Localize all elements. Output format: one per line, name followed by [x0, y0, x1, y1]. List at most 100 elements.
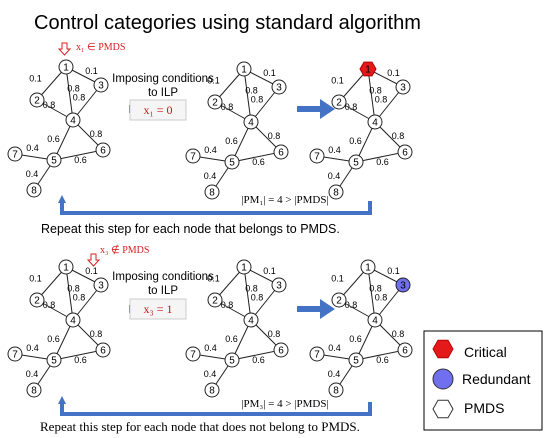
edge-weight-label: 0.1	[331, 274, 344, 284]
node-label: 2	[212, 296, 218, 307]
node-label: 5	[51, 356, 57, 367]
repeat-text: Repeat this step for each node that does…	[40, 419, 360, 434]
node-label: 1	[63, 263, 69, 274]
node-circle	[65, 312, 81, 328]
node-circle	[29, 292, 45, 308]
edge-1-4	[243, 266, 252, 321]
imposing-line2: to ILP	[148, 285, 178, 297]
critical-hexagon-icon	[432, 339, 454, 359]
node-circle	[395, 79, 411, 95]
node-circle	[397, 342, 413, 358]
edge-weight-label: 0.8	[245, 284, 258, 294]
edge-weight-label: 0.8	[67, 84, 80, 94]
edge-weight-label: 0.8	[251, 95, 264, 105]
edge-weight-label: 0.6	[225, 334, 238, 344]
row-1: x₁ ∈ PMDS Imposing conditions to ILP x₁ …	[41, 42, 372, 236]
edge-weight-label: 0.6	[74, 155, 87, 165]
node-label: 4	[70, 116, 76, 127]
node-circle	[273, 144, 289, 160]
imposing-line1: Imposing conditions	[112, 271, 214, 283]
node-label: 7	[190, 350, 196, 361]
edge-weight-label: 0.4	[328, 145, 341, 155]
node-label: 6	[402, 148, 408, 159]
node-label: 7	[190, 152, 196, 163]
edge-weight-label: 0.8	[268, 329, 281, 339]
node-label: 2	[336, 296, 342, 307]
edge-weight-label: 0.6	[376, 355, 389, 365]
edge-weight-label: 0.8	[43, 300, 56, 310]
node-label: 1	[241, 65, 247, 76]
node-label: 7	[314, 152, 320, 163]
pointer-arrow-icon	[86, 253, 101, 267]
inequality-text: |PM₁| = 4 > |PMDS|	[241, 194, 328, 206]
node-circle	[348, 352, 364, 368]
imposing-line2: to ILP	[148, 87, 178, 99]
edge-weight-label: 0.8	[392, 329, 405, 339]
node-label: 5	[229, 158, 235, 169]
pointer-label: x₃ ∉ PMDS	[100, 244, 149, 256]
node-label: 5	[353, 158, 359, 169]
edge-weight-label: 0.6	[47, 134, 60, 144]
edge-weight-label: 0.8	[90, 329, 103, 339]
edge-weight-label: 0.8	[67, 284, 80, 294]
node-label: 5	[51, 156, 57, 167]
edge-weight-label: 0.6	[376, 157, 389, 167]
row-2: x₃ ∉ PMDS Imposing conditions to ILP x₃ …	[40, 244, 372, 434]
node-label: 1	[365, 263, 371, 274]
edge-weight-label: 0.4	[204, 171, 217, 181]
node-label: 8	[31, 186, 37, 197]
condition-box	[129, 298, 187, 320]
edge-weight-label: 0.8	[73, 93, 86, 103]
node-label: 6	[402, 346, 408, 357]
node-circle	[328, 382, 344, 398]
edge-weight-label: 0.1	[207, 76, 220, 86]
node-circle	[207, 292, 223, 308]
inequality-text: |PM₃| = 4 > |PMDS|	[241, 398, 328, 410]
node-circle	[360, 259, 376, 275]
edge-5-6	[53, 349, 104, 361]
edge-weight-label: 0.4	[26, 343, 39, 353]
node-circle	[29, 92, 45, 108]
node-label: 1	[63, 63, 69, 74]
node-circle	[273, 342, 289, 358]
node-circle	[207, 94, 223, 110]
edge-1-4	[243, 68, 252, 123]
node-label: 4	[70, 316, 76, 327]
node-label: 4	[372, 118, 378, 129]
node-circle	[7, 146, 23, 162]
node-label: 1	[365, 65, 371, 76]
node-circle	[185, 346, 201, 362]
redundant-circle-icon	[432, 368, 454, 390]
edge-weight-label: 0.8	[90, 129, 103, 139]
edge-weight-label: 0.6	[349, 334, 362, 344]
edge-1-4	[367, 266, 376, 321]
edge-weight-label: 0.6	[47, 334, 60, 344]
edge-weight-label: 0.8	[245, 86, 258, 96]
edge-weight-label: 0.1	[29, 74, 42, 84]
condition-box	[129, 99, 187, 121]
node-label: 8	[333, 386, 339, 397]
pointer-label: x₁ ∈ PMDS	[76, 42, 125, 53]
node-label: 8	[31, 386, 37, 397]
node-circle	[224, 154, 240, 170]
node-label: 8	[209, 188, 215, 199]
node-label: 7	[314, 350, 320, 361]
legend-label-redundant: Redundant	[462, 371, 531, 387]
edge-5-6	[231, 349, 282, 361]
edge-weight-label: 0.8	[268, 131, 281, 141]
node-circle	[328, 184, 344, 200]
result-arrow	[297, 99, 335, 119]
edge-1-4	[65, 266, 74, 321]
edge-5-6	[53, 149, 104, 161]
edge-weight-label: 0.8	[73, 293, 86, 303]
edge-weight-label: 0.1	[263, 266, 276, 276]
edge-weight-label: 0.4	[26, 369, 39, 379]
node-circle	[204, 382, 220, 398]
pmds-hexagon-icon	[432, 399, 454, 419]
edge-weight-label: 0.4	[204, 343, 217, 353]
